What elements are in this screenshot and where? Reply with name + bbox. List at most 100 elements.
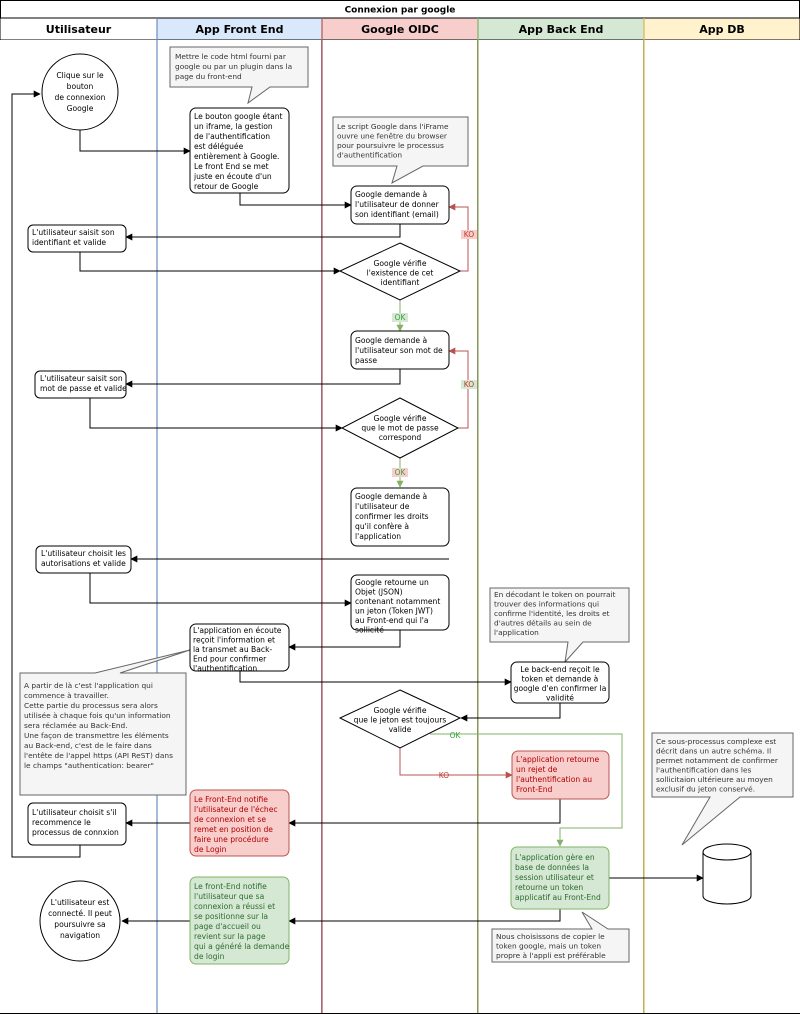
text-line: google ou par un plugin dans la [175,62,292,71]
text-line: propre à l'appli est préférable [496,951,606,960]
edge-submit-pwd [89,398,343,432]
database-icon[interactable] [702,843,752,905]
edges [11,90,704,925]
text-line: faire une procédure [194,835,269,844]
edge-front-to-google [239,193,352,209]
text-line: juste en écoute d'un [193,172,272,181]
edge-back-to-check [460,703,561,722]
edge-label-ok-2: OK [395,468,407,477]
text-line: qui a généré la demande [194,942,290,951]
text-line: utilisée à chaque fois qu'un information [24,711,171,720]
text-line: token et demande à [522,675,599,684]
edge-label-ko-3: KO [439,771,450,780]
text-line: l'application [355,532,401,541]
ok-label-bg [392,468,408,477]
text-line: l'utilisateur son mot de [355,346,443,355]
text-line: L'utilisateur saisit son [32,228,115,237]
edge-label-ok-1: OK [395,313,407,322]
text-line: Le front End se met [194,162,269,171]
text-line: validité [546,694,574,703]
edge-label-ok-3: OK [450,731,462,740]
text-line: Google vérifie [373,706,426,715]
text-line: Google demande à [355,336,427,345]
text-line: L'application gère en [515,853,595,862]
edge-return-token [288,630,401,651]
lane-title: App DB [699,23,745,36]
text-line: navigation [60,931,100,940]
text-line: Ce sous-processus complexe est [656,737,776,746]
edge-token-ok [430,733,623,847]
text-line: de connexion et se [194,815,266,824]
text-line: Le Front-End notifie [194,795,268,804]
text-line: de login [194,952,225,961]
text-line: A partir de là c'est l'application qui [24,681,153,690]
text-line: retour de Google [194,182,259,191]
text-line: token google, mais un token [496,942,601,951]
text-line: Google demande à [355,190,427,199]
text-line: confirmer les droits [355,512,429,521]
text-line: Objet (JSON) [355,588,403,597]
text-line: Google retourne un [355,578,429,587]
text-line: L'utilisateur saisit son [40,374,123,383]
text-line: session utilisateur et [515,873,594,882]
ok-label-bg [392,313,408,322]
text-line: End pour confirmer [193,655,267,664]
ko-label-bg [461,230,477,239]
text-line: l'authentification [193,664,257,673]
text-line: décrit dans un autre schéma. Il [656,747,771,756]
text-line: connexion a réussi et [194,902,275,911]
edge-submit-id [79,252,341,275]
text-line: de l'authentification [194,132,270,141]
text-line: remet en position de [194,825,273,834]
text-line: permet notamment de confirmer [656,756,779,765]
text-line: entièrement à Google. [194,152,279,161]
text-line: pour poursuivre le processus [337,141,444,150]
text-line: ouvre une fenêtre du browser [337,132,448,141]
edge-reject-to-front [288,799,561,827]
text-line: google d'en confirmer la [514,684,607,693]
text-line: Clique sur le [56,71,104,80]
edge-retry-loop [11,90,81,858]
text-line: un rejet de [516,765,558,774]
lane-body [0,40,157,1013]
lane-title: Google OIDC [361,23,439,36]
lane-title: Utilisateur [46,23,112,36]
text-line: l'utilisateur de donner [355,200,440,209]
text-line: de connexion [55,93,106,102]
edge-pwd-ko [448,347,469,429]
text-line: valide [389,725,412,734]
